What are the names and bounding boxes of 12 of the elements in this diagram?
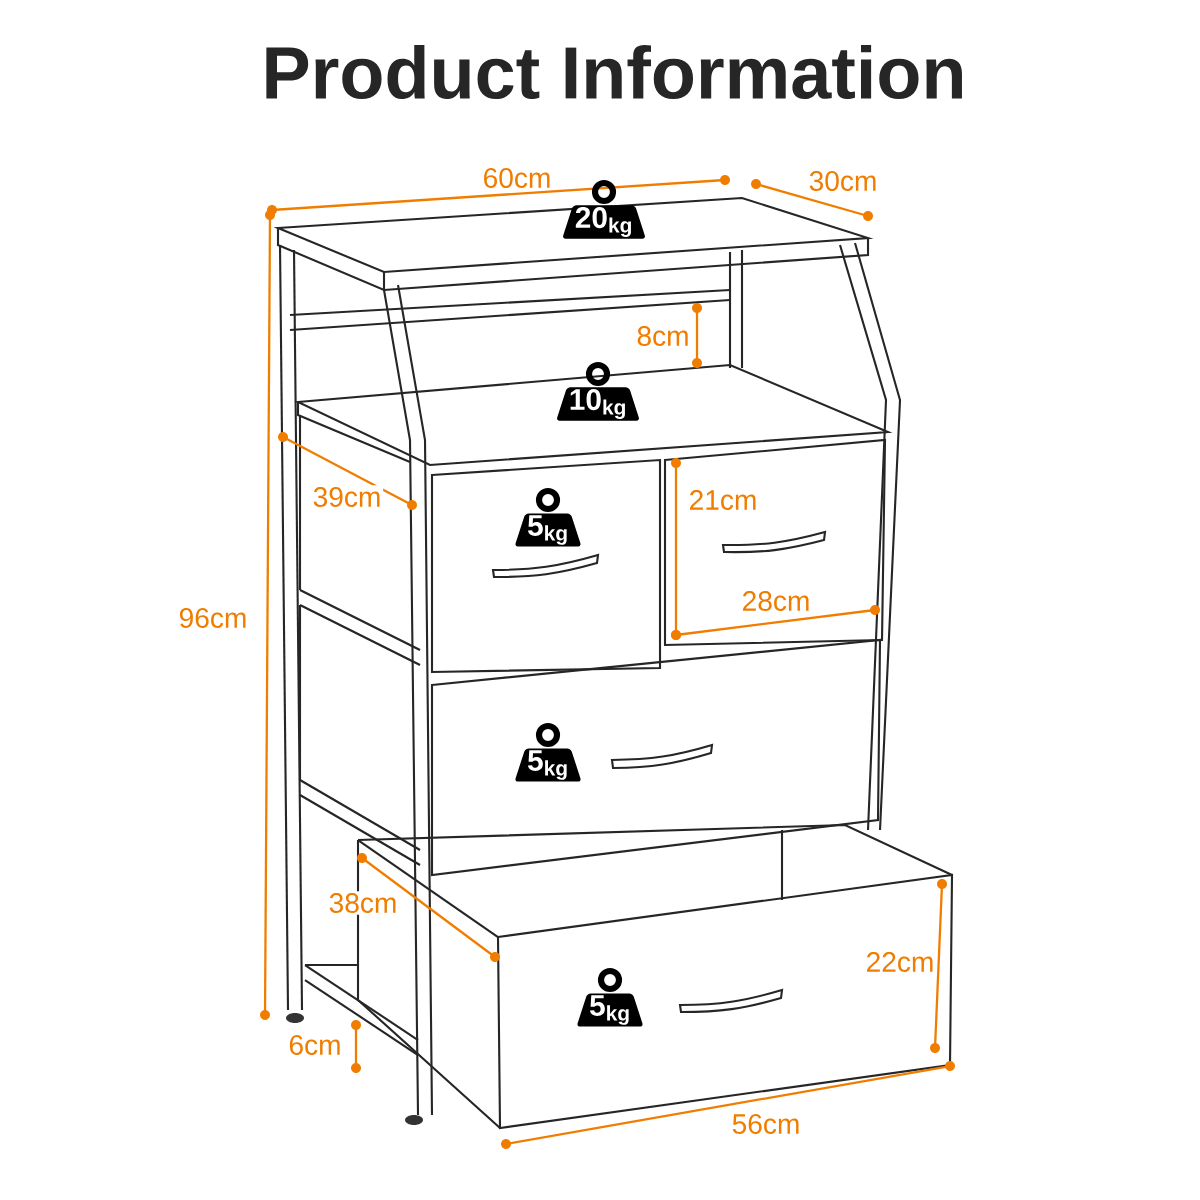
dimension-label: 56cm [729, 1112, 803, 1136]
dimension-label: 96cm [176, 606, 250, 630]
dimension-label: 21cm [686, 488, 760, 512]
dimension-label: 28cm [739, 589, 813, 613]
dimension-label: 39cm [310, 485, 384, 509]
dimension-label: 38cm [326, 891, 400, 915]
dimension-label: 8cm [634, 324, 692, 348]
title: Product Information [266, 44, 962, 100]
dimension-label: 6cm [286, 1033, 344, 1057]
dimension-label: 22cm [863, 950, 937, 974]
dimension-label: 60cm [480, 166, 554, 190]
dimension-label: 30cm [806, 169, 880, 193]
